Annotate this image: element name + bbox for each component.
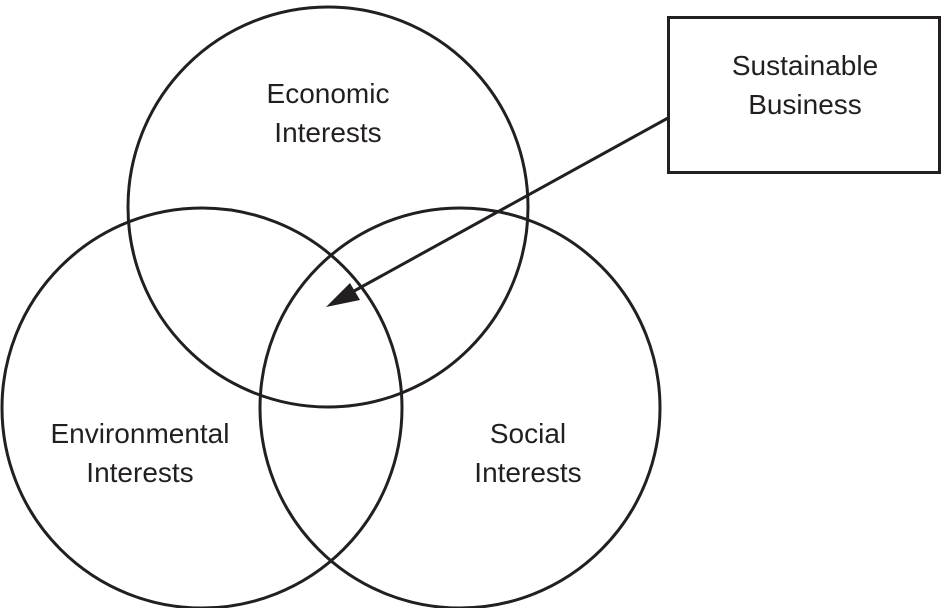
callout-label-line1: Sustainable bbox=[731, 50, 879, 81]
callout-label-line2: Business bbox=[748, 89, 862, 120]
social-circle bbox=[258, 206, 662, 608]
social-label: Social Interests bbox=[428, 414, 628, 492]
callout-label: Sustainable Business bbox=[670, 46, 940, 124]
social-label-line2: Interests bbox=[474, 457, 582, 488]
economic-label-line1: Economic bbox=[266, 78, 390, 109]
arrowhead-icon bbox=[326, 283, 360, 307]
environmental-label-line2: Interests bbox=[86, 457, 194, 488]
environmental-label-line1: Environmental bbox=[50, 418, 230, 449]
callout-box bbox=[667, 16, 941, 174]
social-label-line1: Social bbox=[489, 418, 567, 449]
environmental-circle bbox=[0, 206, 404, 608]
environmental-label: Environmental Interests bbox=[20, 414, 260, 492]
economic-circle bbox=[126, 5, 530, 409]
callout-arrow bbox=[344, 116, 669, 298]
economic-label: Economic Interests bbox=[228, 74, 428, 152]
economic-label-line2: Interests bbox=[274, 117, 382, 148]
